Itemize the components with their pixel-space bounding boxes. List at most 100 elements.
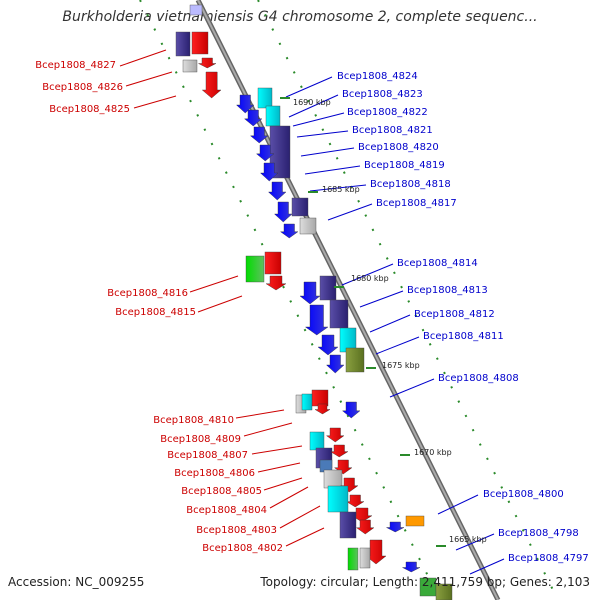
- gene-mark[interactable]: [265, 105, 281, 127]
- gene-leader-line: [304, 165, 361, 175]
- gene-mark[interactable]: [339, 511, 357, 539]
- gene-mark[interactable]: [405, 515, 425, 527]
- gene-leader-line: [285, 527, 325, 547]
- gene-label-reverse[interactable]: Bcep1808_4816: [107, 288, 188, 299]
- gene-mark[interactable]: [347, 547, 359, 571]
- gene-leader-line: [341, 263, 394, 286]
- gene-mark[interactable]: [386, 521, 405, 533]
- gene-label-reverse[interactable]: Bcep1808_4815: [115, 307, 196, 318]
- gene-label-reverse[interactable]: Bcep1808_4805: [181, 486, 262, 497]
- gene-leader-line: [119, 49, 167, 67]
- gene-mark[interactable]: [273, 201, 293, 223]
- gene-mark[interactable]: [175, 31, 191, 57]
- gene-mark[interactable]: [325, 354, 345, 374]
- gene-label-reverse[interactable]: Bcep1808_4809: [160, 434, 241, 445]
- gene-leader-line: [369, 314, 411, 333]
- gene-mark[interactable]: [267, 181, 287, 201]
- gene-mark[interactable]: [249, 126, 269, 144]
- gene-leader-line: [296, 130, 349, 138]
- gene-mark[interactable]: [235, 94, 255, 114]
- gene-label-forward[interactable]: Bcep1808_4798: [498, 528, 579, 539]
- gene-label-forward[interactable]: Bcep1808_4821: [352, 125, 433, 136]
- ruler-tick-label: 1665 kbp: [449, 535, 487, 544]
- gene-mark[interactable]: [299, 281, 321, 305]
- gene-mark[interactable]: [355, 519, 375, 535]
- gene-leader-line: [285, 76, 333, 98]
- gene-mark[interactable]: [259, 162, 279, 182]
- gene-mark[interactable]: [257, 87, 273, 109]
- ruler-tick-label: 1670 kbp: [414, 448, 452, 457]
- gene-mark[interactable]: [325, 427, 345, 443]
- gene-label-forward[interactable]: Bcep1808_4819: [364, 160, 445, 171]
- gene-label-forward[interactable]: Bcep1808_4822: [347, 107, 428, 118]
- ruler-tick-label: 1675 kbp: [382, 361, 420, 370]
- gene-leader-line: [197, 295, 243, 313]
- gene-leader-line: [375, 336, 420, 355]
- gene-mark[interactable]: [435, 583, 453, 600]
- gene-mark[interactable]: [201, 71, 222, 99]
- accession-text: Accession: NC_009255: [8, 575, 145, 589]
- gene-leader-line: [133, 95, 177, 109]
- gene-label-forward[interactable]: Bcep1808_4797: [508, 553, 589, 564]
- gene-leader-line: [437, 494, 479, 515]
- gene-mark[interactable]: [329, 444, 349, 458]
- gene-mark[interactable]: [317, 334, 339, 356]
- gene-label-reverse[interactable]: Bcep1808_4806: [174, 468, 255, 479]
- gene-label-forward[interactable]: Bcep1808_4817: [376, 198, 457, 209]
- gene-mark[interactable]: [359, 547, 371, 569]
- gene-label-forward[interactable]: Bcep1808_4818: [370, 179, 451, 190]
- ruler-tick-label: 1680 kbp: [351, 274, 389, 283]
- gene-mark[interactable]: [314, 403, 331, 415]
- gene-mark[interactable]: [243, 109, 263, 127]
- gene-mark[interactable]: [402, 561, 421, 573]
- gene-leader-line: [243, 422, 293, 437]
- gene-mark[interactable]: [255, 144, 275, 162]
- gene-leader-line: [263, 477, 303, 491]
- gene-label-forward[interactable]: Bcep1808_4823: [342, 89, 423, 100]
- gene-leader-line: [455, 533, 495, 551]
- gene-label-forward[interactable]: Bcep1808_4813: [407, 285, 488, 296]
- gene-label-reverse[interactable]: Bcep1808_4825: [49, 104, 130, 115]
- gene-label-forward[interactable]: Bcep1808_4824: [337, 71, 418, 82]
- gene-mark[interactable]: [341, 401, 361, 419]
- gene-leader-line: [235, 409, 285, 419]
- gene-mark[interactable]: [319, 275, 337, 301]
- gene-mark[interactable]: [299, 217, 317, 235]
- gene-label-forward[interactable]: Bcep1808_4812: [414, 309, 495, 320]
- gene-mark[interactable]: [327, 485, 349, 513]
- gene-label-reverse[interactable]: Bcep1808_4827: [35, 60, 116, 71]
- gene-mark[interactable]: [311, 389, 329, 407]
- gene-leader-line: [389, 378, 435, 398]
- gene-mark[interactable]: [245, 255, 265, 283]
- gene-leader-line: [469, 558, 505, 575]
- gene-label-reverse[interactable]: Bcep1808_4802: [202, 543, 283, 554]
- gene-label-forward[interactable]: Bcep1808_4808: [438, 373, 519, 384]
- gene-label-forward[interactable]: Bcep1808_4814: [397, 258, 478, 269]
- gene-label-reverse[interactable]: Bcep1808_4826: [42, 82, 123, 93]
- gene-leader-line: [309, 184, 367, 192]
- gene-mark[interactable]: [345, 494, 365, 508]
- gene-label-reverse[interactable]: Bcep1808_4804: [186, 505, 267, 516]
- gene-mark[interactable]: [309, 431, 325, 451]
- gene-label-forward[interactable]: Bcep1808_4800: [483, 489, 564, 500]
- gene-mark[interactable]: [198, 57, 217, 69]
- gene-mark[interactable]: [182, 59, 198, 73]
- gene-mark[interactable]: [189, 4, 203, 16]
- gene-mark[interactable]: [279, 223, 299, 239]
- gene-label-reverse[interactable]: Bcep1808_4810: [153, 415, 234, 426]
- gene-mark[interactable]: [291, 197, 309, 217]
- gene-mark[interactable]: [191, 31, 209, 55]
- gene-label-reverse[interactable]: Bcep1808_4803: [196, 525, 277, 536]
- gene-label-forward[interactable]: Bcep1808_4811: [423, 331, 504, 342]
- gene-mark[interactable]: [345, 347, 365, 373]
- gene-mark[interactable]: [323, 469, 343, 489]
- gene-label-reverse[interactable]: Bcep1808_4807: [167, 450, 248, 461]
- gene-leader-line: [269, 486, 309, 509]
- gene-mark[interactable]: [301, 393, 313, 411]
- gene-mark[interactable]: [265, 275, 287, 291]
- gene-leader-line: [288, 94, 339, 118]
- gene-mark[interactable]: [329, 299, 349, 329]
- gene-mark[interactable]: [304, 304, 329, 336]
- gene-mark[interactable]: [264, 251, 282, 275]
- gene-label-forward[interactable]: Bcep1808_4820: [358, 142, 439, 153]
